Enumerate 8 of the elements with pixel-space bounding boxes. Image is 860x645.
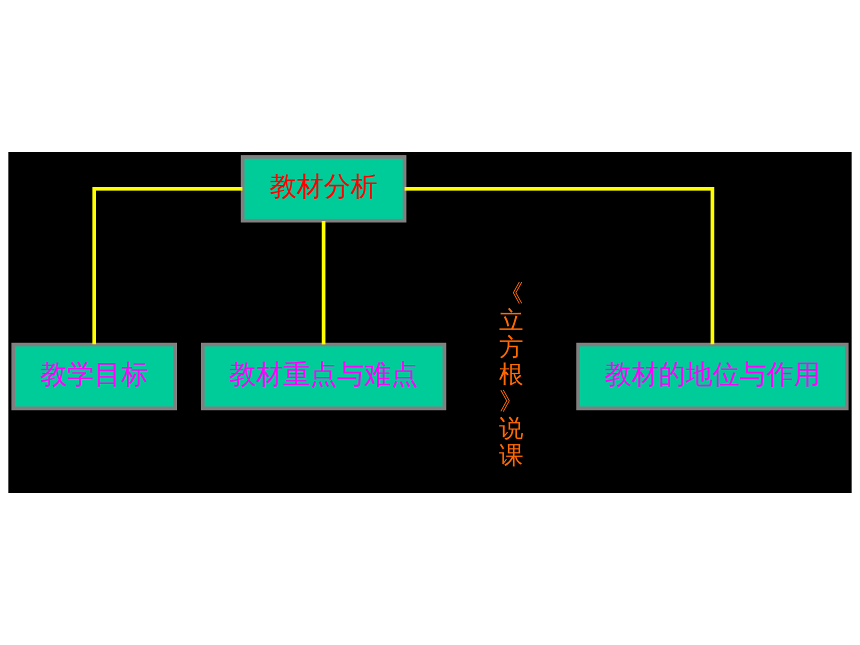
node-box: 教材分析 [240, 155, 406, 223]
label: 《立方根》说课 [498, 278, 524, 470]
node-box: 教材的地位与作用 [576, 342, 849, 410]
connector [92, 186, 242, 344]
node-box: 教学目标 [11, 342, 177, 410]
connector [404, 186, 714, 344]
connector [322, 221, 326, 344]
node-box: 教材重点与难点 [200, 342, 446, 410]
